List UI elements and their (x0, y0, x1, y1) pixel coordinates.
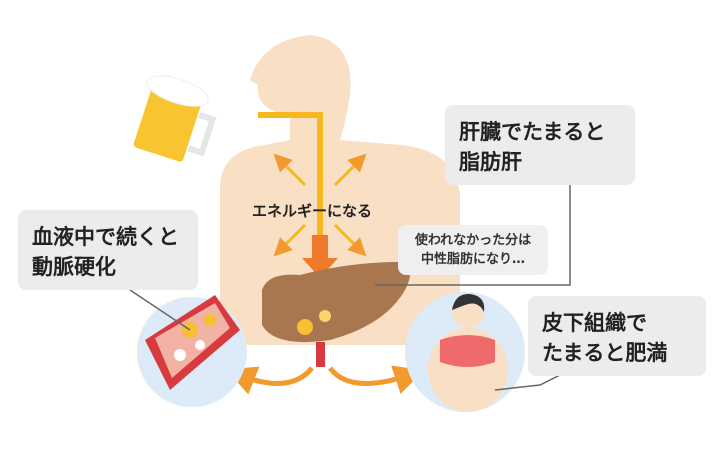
arteriosclerosis-line-1: 血液中で続くと (32, 225, 179, 249)
arrow-to-fat (327, 365, 425, 394)
blood-vessel-stem (316, 342, 325, 367)
leftover-note: 使われなかった分は 中性脂肪になり… (398, 225, 548, 275)
obesity-box: 皮下組織で たまると肥満 (528, 296, 706, 376)
fatty-liver-box: 肝臓でたまると 脂肪肝 (445, 105, 635, 185)
obesity-line-1: 皮下組織で (542, 311, 647, 335)
beer-mug-icon (130, 75, 217, 165)
obese-person-illustration (405, 292, 525, 412)
fatty-liver-line-1: 肝臓でたまると (459, 120, 606, 144)
liver (262, 262, 411, 343)
pointer-lines (129, 183, 571, 391)
arteriosclerosis-box: 血液中で続くと 動脈硬化 (18, 210, 198, 290)
obesity-line-2: たまると肥満 (542, 341, 668, 365)
energy-arrows (273, 153, 367, 257)
digestive-tract (258, 112, 323, 235)
down-arrow-icon (302, 235, 338, 278)
arteriosclerosis-line-2: 動脈硬化 (32, 255, 116, 279)
fatty-liver-line-2: 脂肪肝 (459, 150, 522, 174)
energy-label: エネルギーになる (252, 202, 373, 220)
arrow-to-vessel (226, 366, 314, 395)
